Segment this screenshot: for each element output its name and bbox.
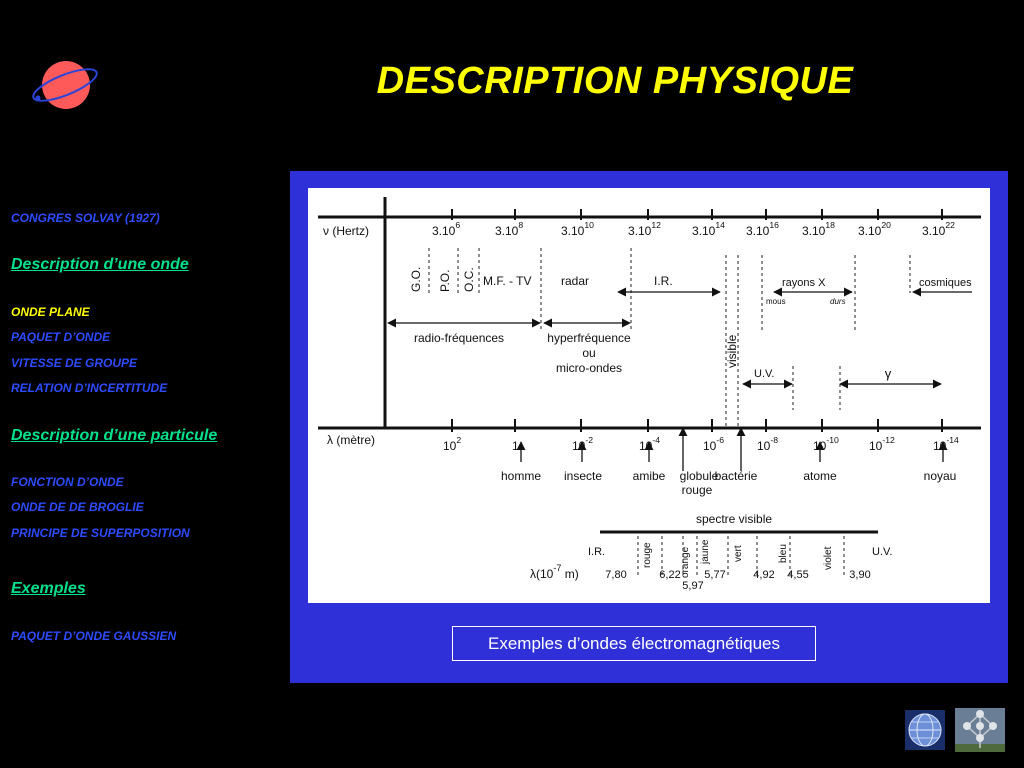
freq-tick-label: 3.1016: [746, 220, 779, 238]
color-label: vert: [733, 545, 744, 562]
cosmiques-label: cosmiques: [919, 277, 972, 289]
color-label: jaune: [700, 539, 711, 565]
visible-label: visible: [725, 334, 739, 368]
spectrum-unit-label: λ(10-7 m): [530, 563, 579, 581]
color-label: rouge: [642, 542, 653, 568]
band-label: O.C.: [462, 267, 476, 292]
color-label: bleu: [778, 544, 789, 563]
freq-tick-label: 3.1014: [692, 220, 725, 238]
freq-tick-label: 3.1018: [802, 220, 835, 238]
spectrum-ir-label: I.R.: [588, 546, 605, 558]
mous-label: mous: [766, 297, 786, 306]
spectrum-svg: ν (Hertz) 3.106 3.108 3.1010 3.1012 3.1014 3.1…: [318, 197, 981, 592]
nav-item-10[interactable]: Exemples: [11, 580, 86, 597]
spectrum-value: 5,77: [704, 569, 725, 581]
color-label: orange: [680, 546, 691, 578]
uv-label: U.V.: [754, 368, 774, 380]
nav-item-7[interactable]: FONCTION D’ONDE: [11, 475, 124, 489]
nav-item-4[interactable]: VITESSE DE GROUPE: [11, 356, 138, 370]
nav-item-8[interactable]: ONDE DE DE BROGLIE: [11, 500, 144, 514]
freq-tick-label: 3.1020: [858, 220, 891, 238]
hyper-label: micro-ondes: [556, 361, 622, 375]
spectrum-value: 7,80: [605, 569, 626, 581]
object-label: amibe: [633, 469, 666, 483]
object-label: noyau: [924, 469, 957, 483]
hyper-label: hyperfréquence: [547, 331, 631, 345]
spectrum-value: 4,55: [787, 569, 808, 581]
ir-label: I.R.: [654, 274, 673, 288]
lambda-tick-label: 102: [443, 435, 461, 453]
spectrum-value: 5,97: [682, 580, 703, 592]
lambda-axis-label: λ (mètre): [327, 433, 375, 447]
nav-item-6[interactable]: Description d’une particule: [11, 427, 218, 444]
nav-item-9[interactable]: PRINCIPE DE SUPERPOSITION: [11, 526, 190, 540]
freq-tick-label: 3.108: [495, 220, 523, 238]
em-spectrum-diagram: ν (Hertz) 3.106 3.108 3.1010 3.1012 3.1014 3.1…: [308, 188, 990, 603]
object-label: homme: [501, 469, 541, 483]
band-label: G.O.: [409, 267, 423, 292]
spectrum-value: 3,90: [849, 569, 870, 581]
figure-caption: Exemples d’ondes électromagnétiques: [452, 626, 816, 661]
band-label: P.O.: [438, 270, 452, 292]
durs-label: durs: [830, 297, 846, 306]
object-label: bactérie: [715, 469, 758, 483]
nav-item-0[interactable]: CONGRES SOLVAY (1927): [11, 211, 160, 225]
lambda-tick-label: 10-14: [933, 435, 959, 453]
lambda-tick-label: 10-12: [869, 435, 895, 453]
object-label: atome: [803, 469, 837, 483]
hyper-label: ou: [582, 346, 595, 360]
nav-item-3[interactable]: PAQUET D’ONDE: [11, 330, 111, 344]
mf-tv-label: M.F. - TV: [483, 274, 531, 288]
object-label: globule: [680, 469, 719, 483]
planet-logo-icon: [32, 61, 98, 109]
nav-item-1[interactable]: Description d’une onde: [11, 256, 189, 273]
spectrum-value: 4,92: [753, 569, 774, 581]
radar-label: radar: [561, 274, 589, 288]
atomium-icon[interactable]: [955, 708, 1005, 752]
object-label: insecte: [564, 469, 602, 483]
freq-tick-label: 3.1010: [561, 220, 594, 238]
lambda-tick-label: 10-8: [757, 435, 778, 453]
globe-icon[interactable]: [905, 710, 945, 750]
spectrum-uv-label: U.V.: [872, 546, 892, 558]
spectre-visible-label: spectre visible: [696, 512, 772, 526]
lambda-tick-label: 10-10: [813, 435, 839, 453]
lambda-tick-label: 1: [512, 439, 519, 453]
object-label: rouge: [682, 483, 713, 497]
freq-tick-label: 3.1022: [922, 220, 955, 238]
freq-axis-label: ν (Hertz): [323, 224, 369, 238]
rayons-x-label: rayons X: [782, 277, 826, 289]
color-label: violet: [823, 546, 834, 570]
slide-title: DESCRIPTION PHYSIQUE: [376, 60, 854, 102]
spectrum-value: 6,22: [659, 569, 680, 581]
gamma-label: γ: [885, 366, 892, 381]
nav-item-5[interactable]: RELATION D’INCERTITUDE: [11, 381, 168, 395]
radio-label: radio-fréquences: [414, 331, 504, 345]
freq-tick-label: 3.106: [432, 220, 460, 238]
lambda-tick-label: 10-6: [703, 435, 724, 453]
freq-tick-label: 3.1012: [628, 220, 661, 238]
nav-item-2[interactable]: ONDE PLANE: [11, 305, 90, 319]
nav-item-11[interactable]: PAQUET D’ONDE GAUSSIEN: [11, 629, 177, 643]
